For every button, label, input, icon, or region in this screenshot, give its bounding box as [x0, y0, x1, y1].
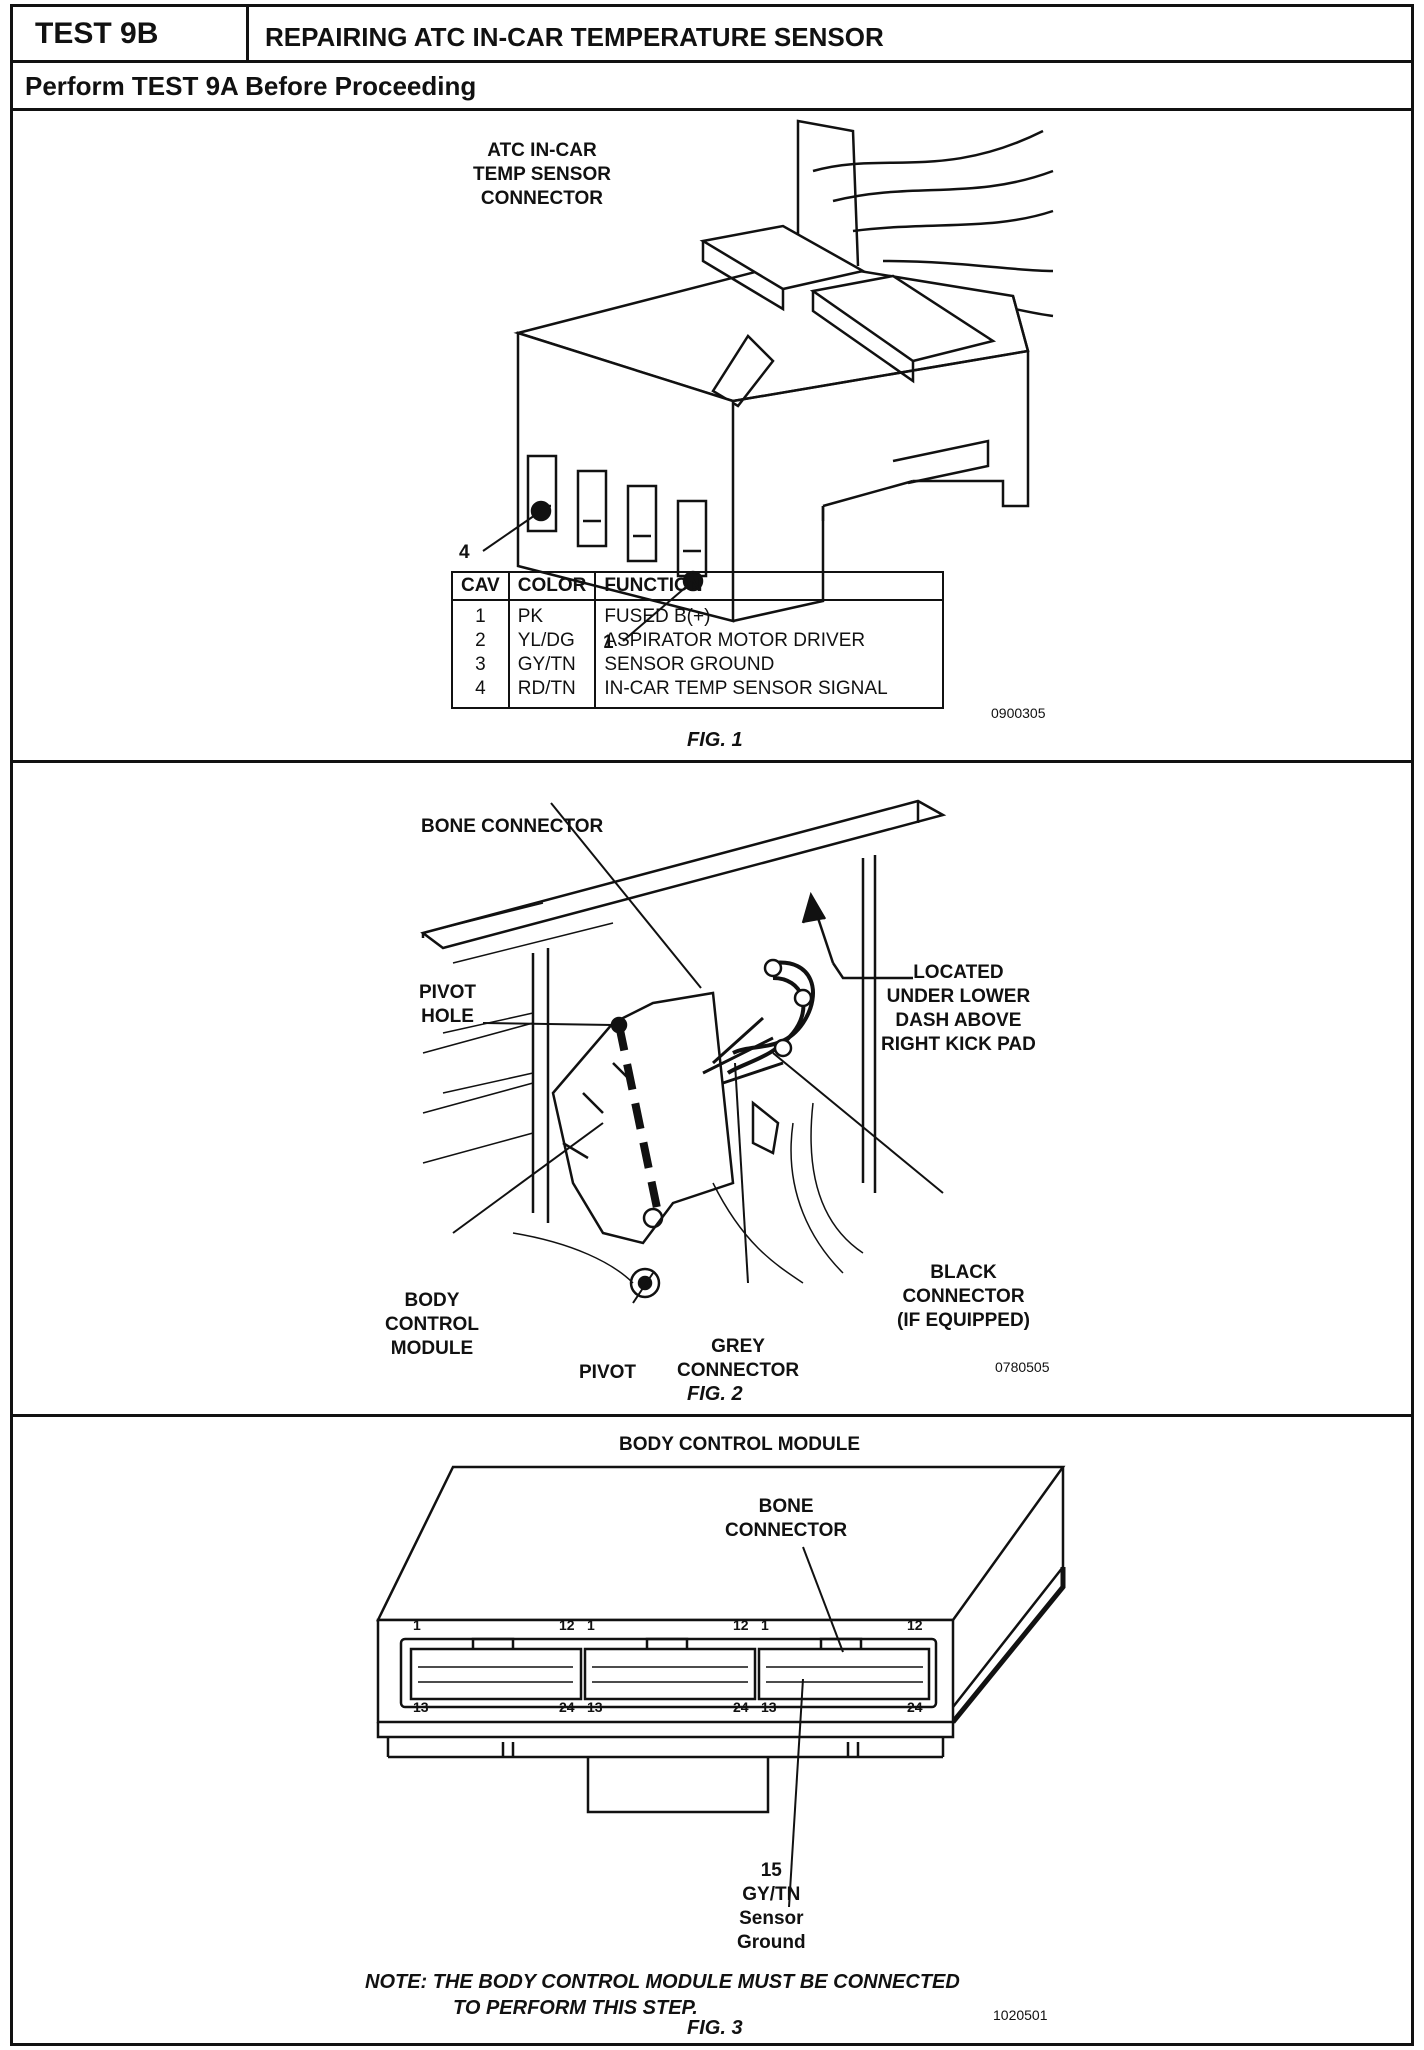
figure-code: 1020501 — [993, 2007, 1048, 2023]
figure-caption: FIG. 2 — [687, 1383, 743, 1405]
pin-1-b: 1 — [587, 1617, 595, 1633]
cell: 2 — [451, 629, 510, 653]
bcm-title: BODY CONTROL MODULE — [619, 1434, 861, 1455]
connector-blocks — [409, 1637, 931, 1701]
pin-13-c: 13 — [761, 1699, 777, 1715]
connector-illustration — [482, 119, 1054, 642]
header: TEST 9B REPAIRING ATC IN-CAR TEMPERATURE… — [13, 7, 1411, 63]
figure-1-panel: ATC IN-CAR TEMP SENSOR CONNECTOR 4 1 CAV… — [13, 111, 1411, 763]
cell: IN-CAR TEMP SENSOR SIGNAL — [594, 677, 945, 709]
note-line-1: NOTE: THE BODY CONTROL MODULE MUST BE CO… — [365, 1971, 960, 1993]
pin-12-b: 12 — [733, 1617, 749, 1633]
table-row: 3 GY/TN SENSOR GROUND — [451, 653, 945, 677]
grey-connector-label: GREY CONNECTOR — [677, 1336, 800, 1381]
cell: SENSOR GROUND — [594, 653, 945, 677]
pin-15-callout: 15 GY/TN Sensor Ground — [737, 1860, 806, 1953]
figure-code: 0780505 — [995, 1359, 1050, 1375]
test-title: REPAIRING ATC IN-CAR TEMPERATURE SENSOR — [265, 22, 884, 52]
black-connector-label: BLACK CONNECTOR (IF EQUIPPED) — [897, 1262, 1031, 1331]
pin-1-c: 1 — [761, 1617, 769, 1633]
connector-label: ATC IN-CAR TEMP SENSOR CONNECTOR — [473, 140, 611, 209]
pin-24-c: 24 — [907, 1699, 923, 1715]
cell: 4 — [451, 677, 510, 709]
location-label: LOCATED UNDER LOWER DASH ABOVE RIGHT KIC… — [881, 962, 1036, 1055]
figure-caption: FIG. 1 — [687, 729, 743, 751]
bcm-label: BODY CONTROL MODULE — [385, 1290, 479, 1359]
bcm-location-illustration — [420, 799, 947, 1304]
bcm-illustration — [375, 1465, 1066, 1908]
cell: 3 — [451, 653, 510, 677]
cell: YL/DG — [507, 629, 597, 653]
col-function: FUNCTION — [594, 571, 945, 601]
figure-code: 0900305 — [991, 705, 1046, 721]
figure-caption: FIG. 3 — [687, 2017, 743, 2039]
cell: ASPIRATOR MOTOR DRIVER — [594, 629, 945, 653]
pivot-hole-label: PIVOT HOLE — [419, 982, 477, 1027]
figure-3-panel: BODY CONTROL MODULE BONE CONNECTOR 1 12 … — [13, 1417, 1411, 2045]
document-page: TEST 9B REPAIRING ATC IN-CAR TEMPERATURE… — [10, 4, 1414, 2046]
table-row: 4 RD/TN IN-CAR TEMP SENSOR SIGNAL — [451, 677, 945, 709]
table-header-row: CAV COLOR FUNCTION — [451, 571, 945, 601]
pin-13-a: 13 — [413, 1699, 429, 1715]
cell: GY/TN — [507, 653, 597, 677]
bone-connector-label: BONE CONNECTOR — [421, 816, 604, 837]
figure-2-panel: BONE CONNECTOR PIVOT HOLE LOCATED UNDER … — [13, 763, 1411, 1417]
cell: PK — [507, 600, 597, 629]
test-number: TEST 9B — [13, 7, 249, 60]
pin-4-label: 4 — [459, 542, 470, 563]
pivot-label: PIVOT — [579, 1362, 637, 1383]
pin-12-c: 12 — [907, 1617, 923, 1633]
col-cav: CAV — [451, 571, 510, 601]
pin-13-b: 13 — [587, 1699, 603, 1715]
cell: 1 — [451, 600, 510, 629]
col-color: COLOR — [507, 571, 597, 601]
note-line-2: TO PERFORM THIS STEP. — [453, 1997, 698, 2019]
cavity-table: CAV COLOR FUNCTION 1 PK FUSED B(+) 2 YL/… — [451, 571, 945, 709]
pin-1-a: 1 — [413, 1617, 421, 1633]
cell: FUSED B(+) — [594, 600, 945, 629]
pin-24-a: 24 — [559, 1699, 575, 1715]
pin-24-b: 24 — [733, 1699, 749, 1715]
table-row: 2 YL/DG ASPIRATOR MOTOR DRIVER — [451, 629, 945, 653]
table-row: 1 PK FUSED B(+) — [451, 600, 945, 629]
bone-connector-label: BONE CONNECTOR — [725, 1496, 848, 1541]
prerequisite-note: Perform TEST 9A Before Proceeding — [13, 63, 1411, 111]
pin-12-a: 12 — [559, 1617, 575, 1633]
cell: RD/TN — [507, 677, 597, 709]
